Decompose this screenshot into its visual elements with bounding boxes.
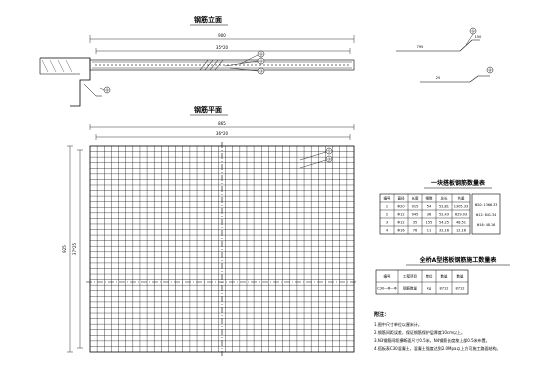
svg-text:865: 865 bbox=[218, 121, 226, 126]
table1-cell: 155 bbox=[426, 221, 433, 225]
table1-cell: 52,81 bbox=[439, 205, 449, 209]
table1-cell: Φ16 bbox=[397, 229, 404, 233]
svg-text:②: ② bbox=[259, 59, 263, 64]
elevation-dim-inner: 35*20 bbox=[95, 45, 351, 54]
table1-cell: 1305.33 bbox=[454, 205, 468, 209]
elevation-callout-3: ③ bbox=[229, 67, 265, 75]
plan-title: 钢筋平面 bbox=[194, 105, 222, 114]
svg-text:①: ① bbox=[327, 149, 331, 154]
table2-header: 编号 bbox=[384, 274, 392, 279]
table1-cell: 52,43 bbox=[439, 213, 449, 217]
table1-cell: 4 bbox=[386, 229, 389, 233]
svg-text:25: 25 bbox=[436, 76, 440, 80]
table1-cell: Φ12 bbox=[397, 221, 404, 225]
svg-text:①: ① bbox=[259, 52, 263, 57]
note-3: 3.N3钢筋间距横断面尺寸0.5米，N4钢筋长度按上部0.5米布置。 bbox=[374, 337, 490, 343]
table2-cell: 8712 bbox=[440, 287, 449, 291]
plan-rebar-grid bbox=[86, 142, 358, 356]
svg-text:35*20: 35*20 bbox=[216, 45, 229, 50]
note-4: 4.搭板表C30混凝土，混凝土强度达到2.0Mpa以上方可施工路面结构。 bbox=[374, 345, 501, 351]
table1-cell: 48.51 bbox=[456, 221, 466, 225]
table2-header: 数量 bbox=[441, 274, 449, 279]
table1-cell: Φ20 bbox=[397, 205, 404, 209]
elevation-callout-1: ① bbox=[239, 50, 265, 65]
table2-cell: 8712 bbox=[456, 287, 465, 291]
table2-cell: kg bbox=[427, 287, 431, 291]
table1-header: 总长 bbox=[441, 196, 449, 201]
elevation-slab bbox=[89, 59, 355, 71]
table1-total: Φ12: 841.34 bbox=[476, 213, 497, 217]
table1-cell: Φ12 bbox=[397, 213, 404, 217]
svg-text:150: 150 bbox=[475, 35, 482, 39]
table1-header: 长度 bbox=[412, 196, 420, 201]
table1-cell: 12.16 bbox=[456, 229, 466, 233]
table1-cell: 36 bbox=[427, 213, 431, 217]
svg-text:795: 795 bbox=[417, 45, 424, 49]
elevation-dim-total: 900 bbox=[89, 33, 355, 43]
svg-text:③: ③ bbox=[259, 69, 263, 74]
elevation-callout-2: ② bbox=[224, 57, 265, 67]
table1-header: 编号 bbox=[384, 196, 392, 201]
table1-header: 根数 bbox=[426, 196, 434, 201]
elevation-title: 钢筋立面 bbox=[194, 15, 222, 24]
table1-cell: 2 bbox=[386, 213, 388, 217]
plan-callout-1: ① bbox=[299, 147, 333, 161]
table1-cell: 35 bbox=[413, 221, 417, 225]
table1-cell: 1 bbox=[386, 205, 388, 209]
svg-text:④: ④ bbox=[488, 68, 492, 73]
note-1: 1.图中尺寸单位以厘米计。 bbox=[374, 321, 422, 327]
table2-header: 单位 bbox=[426, 274, 434, 279]
plan-callout-3: ③ bbox=[299, 155, 333, 169]
table1-cell: 915 bbox=[412, 205, 419, 209]
table1-header: 共重 bbox=[458, 196, 466, 201]
table2-cell: C30—Φ—Φ bbox=[377, 287, 397, 291]
svg-text:④: ④ bbox=[105, 88, 109, 93]
plan-dim-inner: 36*20 bbox=[95, 131, 351, 140]
plan-dim-side: 925 37*25 bbox=[62, 145, 83, 353]
table1-cell: 945 bbox=[412, 213, 419, 217]
svg-text:37*25: 37*25 bbox=[72, 242, 77, 255]
elevation-callout-4: ④ bbox=[99, 86, 111, 94]
table1-title: 一块搭板钢筋数量表 bbox=[431, 179, 486, 187]
table1-cell: 11 bbox=[427, 229, 431, 233]
table1-cell: 54.25 bbox=[439, 221, 449, 225]
svg-text:③: ③ bbox=[327, 157, 331, 162]
table1-total: Φ20: 1366.33 bbox=[475, 203, 498, 207]
table1-total: Φ16: 48.16 bbox=[477, 223, 495, 227]
table2-header: 工程项目 bbox=[403, 274, 417, 279]
svg-text:36*20: 36*20 bbox=[216, 131, 229, 136]
plan-dim-total: 865 bbox=[89, 121, 355, 130]
construction-quantity-table: 编号 工程项目 单位 数量 数量 C30—Φ—Φ 钢筋数量 kg 8712 8712 bbox=[375, 269, 469, 295]
svg-text:925: 925 bbox=[62, 245, 67, 253]
table2-cell: 钢筋数量 bbox=[403, 286, 417, 291]
abutment bbox=[39, 57, 102, 107]
notes-title: 附注： bbox=[374, 311, 389, 318]
note-2: 2.钢筋间距误差，保证钢筋保护层厚度10cm以上。 bbox=[374, 329, 465, 335]
table1-header: 直径 bbox=[398, 196, 406, 201]
table2-title: 全桥A型搭板钢筋施工数量表 bbox=[419, 256, 498, 264]
hook-detail-1: 795 150 ① bbox=[396, 27, 482, 52]
table1-cell: 32,16 bbox=[439, 229, 449, 233]
svg-text:900: 900 bbox=[218, 33, 226, 38]
svg-text:①: ① bbox=[471, 29, 475, 34]
table1-cell: 76 bbox=[413, 229, 417, 233]
table1-cell: 3 bbox=[386, 221, 388, 225]
table1-cell: 629.03 bbox=[455, 213, 467, 217]
hook-detail-2: 25 ④ bbox=[420, 66, 494, 83]
table1-cell: 54 bbox=[427, 205, 432, 209]
table2-header: 数量 bbox=[457, 274, 465, 279]
